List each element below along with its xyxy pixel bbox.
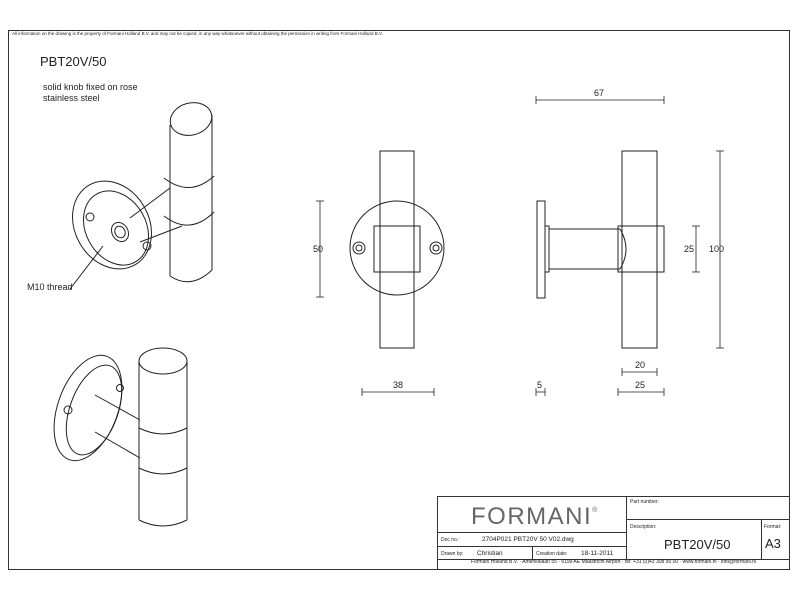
- drawing-frame: [8, 30, 790, 570]
- format-label: Format:: [764, 524, 782, 530]
- drawn-by-label: Drawn by:: [441, 551, 464, 557]
- dim-25-width: 25: [635, 380, 646, 390]
- description-value: PBT20V/50: [664, 537, 731, 552]
- creation-date-label: Creation date:: [536, 551, 568, 557]
- doc-no-value: 2704P021 PBT20V 50 V02.dwg: [482, 536, 574, 543]
- isometric-view-top: [72, 102, 215, 283]
- doc-no-cell: Doc no.: 2704P021 PBT20V 50 V02.dwg: [437, 532, 627, 547]
- creation-date-value: 18-11-2011: [581, 550, 614, 557]
- dim-50: 50: [313, 244, 324, 254]
- thread-callout: M10 thread: [27, 282, 73, 292]
- creation-date-cell: Creation date: 18-11-2011: [532, 546, 627, 560]
- side-view: [536, 150, 665, 349]
- logo-cell: FORMANI®: [437, 496, 627, 533]
- subtitle-line-2: stainless steel: [43, 93, 100, 103]
- dim-67: 67: [594, 88, 605, 98]
- doc-no-label: Doc no.:: [441, 537, 460, 543]
- subtitle-line-1: solid knob fixed on rose: [43, 82, 138, 92]
- dim-38: 38: [393, 380, 404, 390]
- dim-100: 100: [709, 244, 725, 254]
- dim-5: 5: [537, 380, 543, 390]
- drawn-by-value: Christian: [477, 550, 503, 557]
- description-label: Description:: [630, 524, 657, 530]
- part-number-label: Part number:: [630, 499, 659, 505]
- drawing-title: PBT20V/50: [40, 54, 107, 69]
- company-footer: Formani Holland B.V. · Amerikalaan 55 · …: [470, 559, 757, 565]
- drawn-by-cell: Drawn by: Christian: [437, 546, 533, 560]
- dim-25-collar: 25: [684, 244, 695, 254]
- dim-20: 20: [635, 360, 646, 370]
- isometric-view-bottom: [53, 347, 188, 527]
- footer-cell: [437, 559, 790, 570]
- brand-logo: FORMANI®: [471, 503, 599, 530]
- dimension-lines: [316, 96, 724, 396]
- part-number-cell: Part number:: [626, 496, 790, 520]
- thread-leader-line: [69, 245, 104, 290]
- title-block: FORMANI® Part number: Description: PBT20…: [437, 496, 790, 570]
- disclaimer-text: All information on the drawing is the pr…: [12, 31, 383, 36]
- format-value: A3: [765, 536, 781, 551]
- front-view: [349, 150, 445, 349]
